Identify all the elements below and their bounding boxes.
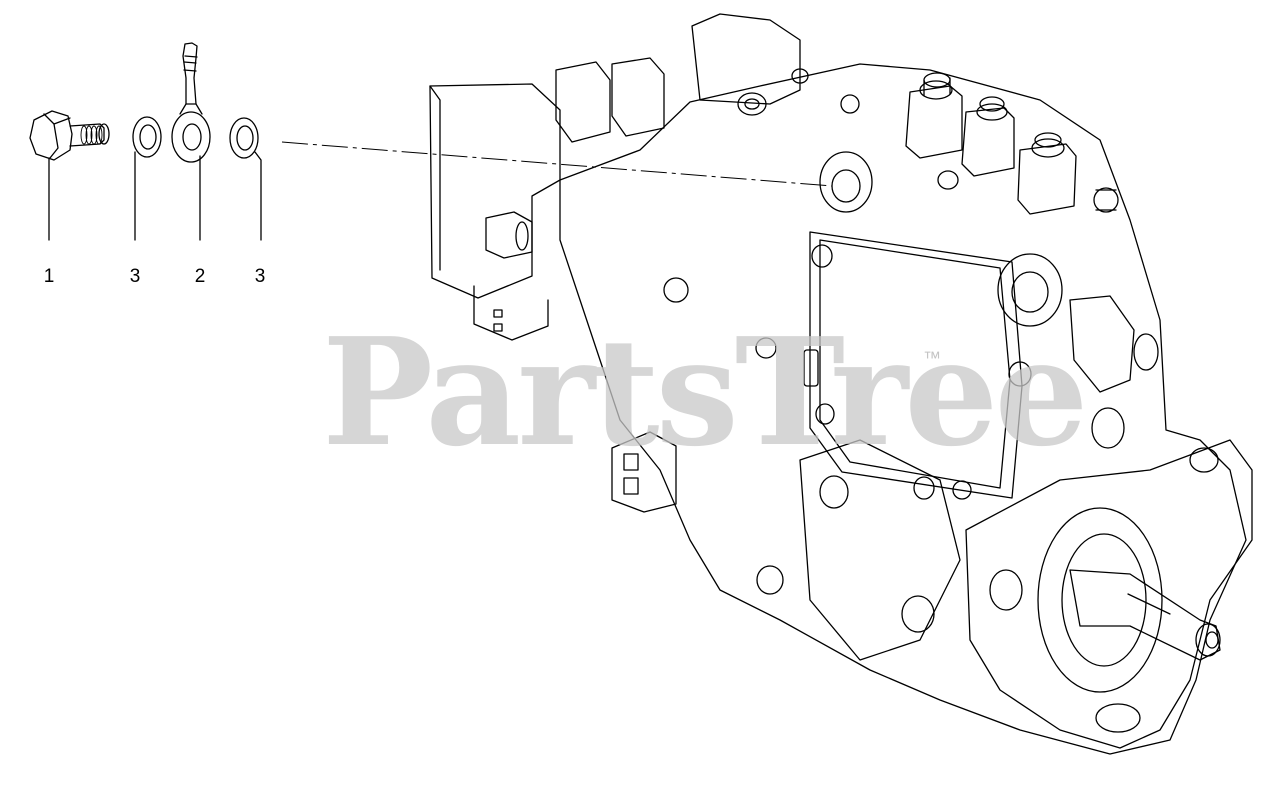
partstree-watermark: PartsTree: [322, 305, 1089, 479]
banjo-bolt-drawing: [29, 110, 110, 161]
trademark-symbol: ™: [923, 348, 941, 368]
injection-pump-drawing: [429, 13, 1253, 755]
callout-banjo-bolt[interactable]: 1: [43, 266, 55, 287]
callout-washer-right[interactable]: 3: [254, 266, 266, 287]
callout-banjo-fitting[interactable]: 2: [194, 266, 206, 287]
washer-left-drawing: [132, 116, 162, 158]
assembly-centerline: [281, 141, 833, 187]
leader-lines: [48, 151, 262, 241]
callout-washer-left[interactable]: 3: [129, 266, 141, 287]
washer-right-drawing: [229, 117, 259, 159]
banjo-fitting-drawing: [171, 42, 211, 163]
